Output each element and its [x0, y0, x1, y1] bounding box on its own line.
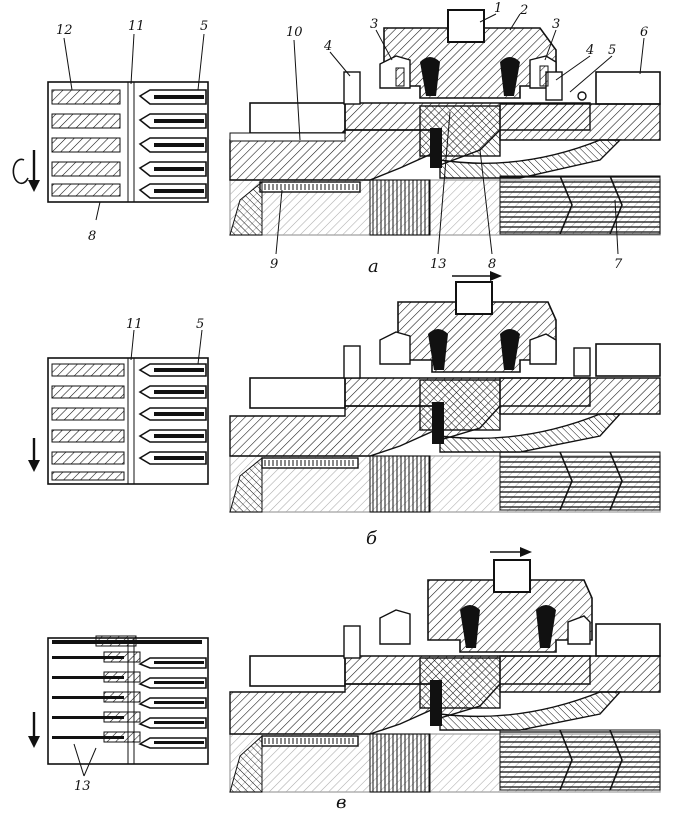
label-12: 12: [56, 23, 73, 38]
down-arrow-icon-v: [28, 712, 40, 748]
right-arrow-icon-v: [490, 547, 532, 557]
label-1: 1: [494, 1, 502, 16]
sleeve-teeth: [51, 89, 121, 197]
gear-teeth: [138, 89, 207, 199]
leader-lines-a: [275, 13, 645, 255]
panel-v: 13: [28, 547, 661, 813]
label-2: 2: [519, 3, 528, 18]
output-gear-teeth: [499, 175, 661, 235]
tooth-development-view: [47, 33, 209, 221]
label-7: 7: [614, 257, 623, 272]
label-11-b: 11: [126, 317, 143, 332]
label-10: 10: [286, 25, 303, 40]
synchronizer-section-a: [229, 9, 661, 236]
label-13-v: 13: [74, 779, 91, 794]
panel-b: 11 5: [28, 271, 661, 549]
label-4-right: 4: [585, 43, 594, 58]
label-6: 6: [640, 25, 648, 40]
label-3-right: 3: [552, 17, 560, 32]
caption-a: а: [368, 256, 379, 277]
synchronizer-section-b: [229, 281, 661, 513]
down-arrow-icon: [28, 438, 40, 472]
synchronizer-section-v: [229, 559, 661, 793]
right-arrow-icon: [452, 271, 502, 281]
label-4-left: 4: [323, 39, 332, 54]
caption-v: в: [336, 792, 346, 813]
label-5-b: 5: [196, 317, 204, 332]
tooth-development-view-b: [47, 329, 209, 485]
label-3-left: 3: [370, 17, 378, 32]
tooth-development-view-v: [47, 635, 209, 777]
caption-b: б: [366, 528, 378, 549]
panel-a: 12 11 5 8: [12, 1, 661, 277]
label-9: 9: [270, 257, 278, 272]
rotation-and-down-arrow-icon: [12, 150, 40, 192]
label-8: 8: [88, 229, 96, 244]
label-8-right: 8: [488, 257, 496, 272]
label-5: 5: [200, 19, 208, 34]
label-11: 11: [128, 19, 145, 34]
label-13: 13: [430, 257, 447, 272]
label-5-right: 5: [608, 43, 616, 58]
